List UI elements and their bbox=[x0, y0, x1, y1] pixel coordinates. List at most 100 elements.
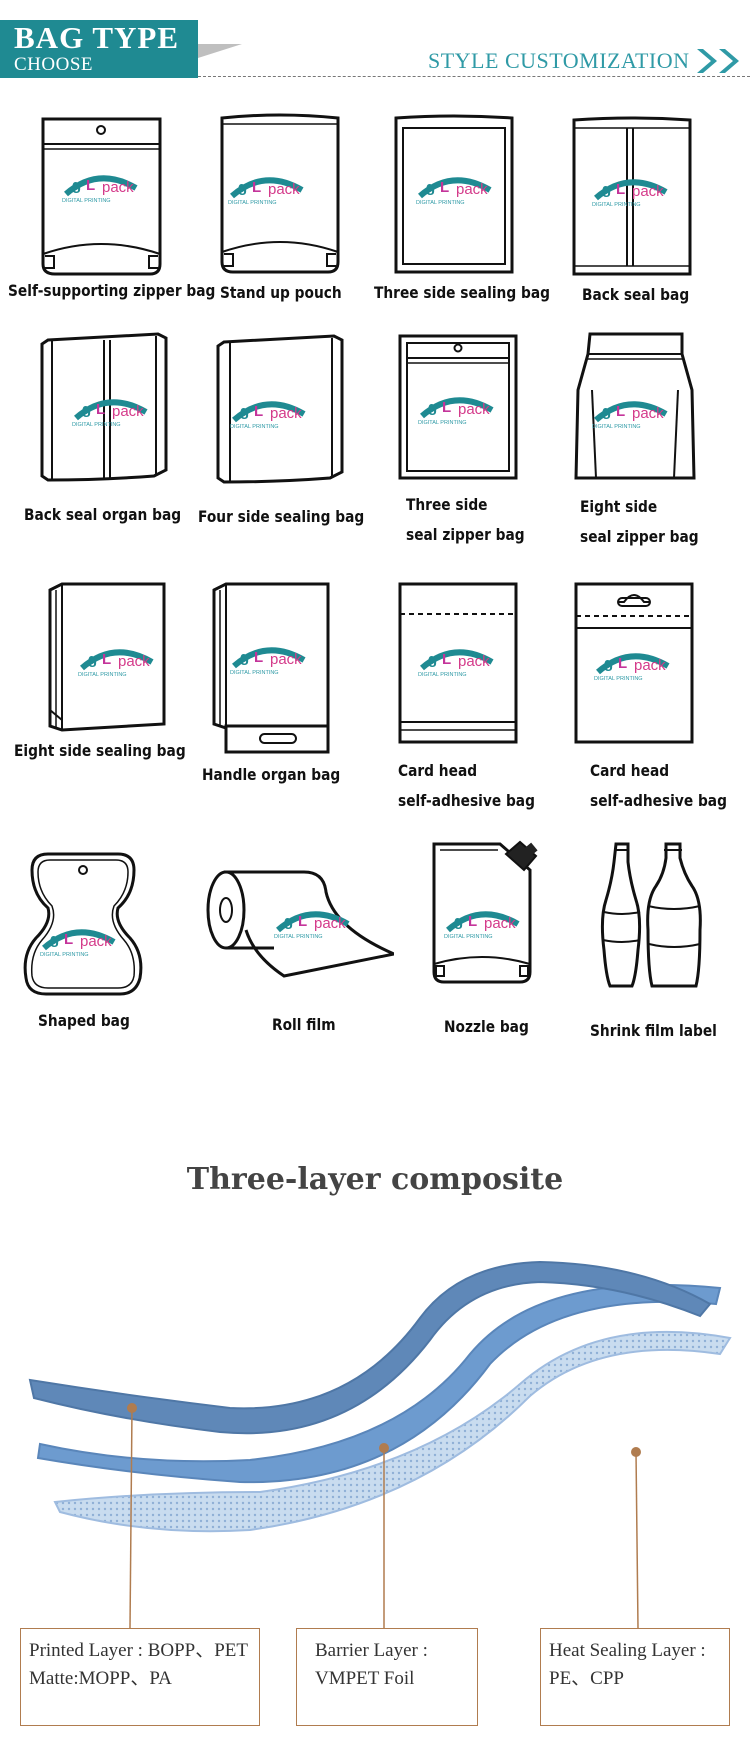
bag-type-item[interactable]: g L pack DIGITAL PRINTING Back seal orga… bbox=[0, 330, 190, 580]
glpack-logo: g L pack DIGITAL PRINTING bbox=[228, 177, 304, 206]
bag-type-label: Card head self-adhesive bag bbox=[398, 761, 535, 810]
svg-text:L: L bbox=[252, 179, 261, 196]
bag-type-label: Nozzle bag bbox=[444, 1017, 529, 1036]
bag-type-item[interactable]: g L pack DIGITAL PRINTING Shaped bag bbox=[0, 840, 190, 1090]
svg-text:g: g bbox=[82, 401, 91, 418]
printed-layer-dot bbox=[127, 1403, 137, 1413]
bag-type-item[interactable]: g L pack DIGITAL PRINTING Roll film bbox=[190, 840, 400, 1090]
svg-text:pack: pack bbox=[314, 915, 346, 932]
glpack-logo: g L pack DIGITAL PRINTING bbox=[418, 649, 494, 678]
svg-text:L: L bbox=[442, 651, 451, 668]
svg-text:DIGITAL PRINTING: DIGITAL PRINTING bbox=[230, 670, 279, 676]
svg-text:L: L bbox=[468, 913, 477, 930]
bag-type-label: Back seal bag bbox=[582, 285, 690, 304]
bag-type-grid: g L pack DIGITAL PRINTING Self-supportin… bbox=[0, 100, 750, 1110]
heat-sealing-layer-label: Heat Sealing Layer : bbox=[549, 1640, 706, 1661]
bag-type-item[interactable]: g L pack DIGITAL PRINTING Self-supportin… bbox=[0, 100, 215, 330]
back-seal-bag-icon bbox=[572, 116, 692, 276]
svg-text:DIGITAL PRINTING: DIGITAL PRINTING bbox=[72, 422, 121, 428]
svg-text:pack: pack bbox=[484, 915, 516, 932]
svg-text:g: g bbox=[240, 403, 249, 420]
svg-text:pack: pack bbox=[268, 181, 300, 198]
glpack-logo: g L pack DIGITAL PRINTING bbox=[592, 401, 668, 430]
bag-type-item[interactable]: g L pack DIGITAL PRINTING Card head self… bbox=[370, 580, 560, 840]
svg-text:DIGITAL PRINTING: DIGITAL PRINTING bbox=[274, 934, 323, 940]
svg-text:pack: pack bbox=[112, 403, 144, 420]
composite-diagram bbox=[0, 1260, 750, 1640]
glpack-logo: g L pack DIGITAL PRINTING bbox=[72, 399, 148, 428]
svg-text:DIGITAL PRINTING: DIGITAL PRINTING bbox=[416, 200, 465, 206]
svg-text:DIGITAL PRINTING: DIGITAL PRINTING bbox=[40, 952, 89, 958]
svg-text:L: L bbox=[96, 401, 105, 418]
banner-shadow bbox=[198, 44, 242, 58]
svg-text:L: L bbox=[254, 403, 263, 420]
bag-type-item[interactable]: g L pack DIGITAL PRINTING Three side sea… bbox=[370, 330, 560, 580]
three-side-seal-zipper-bag-icon bbox=[398, 334, 518, 480]
svg-text:L: L bbox=[64, 931, 73, 948]
bag-type-item[interactable]: g L pack DIGITAL PRINTING Card head self… bbox=[560, 580, 750, 840]
bag-type-label: Four side sealing bag bbox=[198, 507, 365, 526]
bag-type-item[interactable]: g L pack DIGITAL PRINTING Four side seal… bbox=[190, 330, 370, 580]
glpack-logo: g L pack DIGITAL PRINTING bbox=[230, 647, 306, 676]
heat-sealing-layer-leader bbox=[635, 1451, 639, 1629]
svg-text:DIGITAL PRINTING: DIGITAL PRINTING bbox=[592, 424, 641, 430]
logo-tagline: DIGITAL PRINTING bbox=[62, 198, 111, 204]
svg-text:L: L bbox=[616, 181, 625, 198]
bag-type-item[interactable]: g L pack DIGITAL PRINTING Eight side sea… bbox=[560, 330, 750, 580]
svg-text:pack: pack bbox=[632, 405, 664, 422]
svg-text:pack: pack bbox=[456, 181, 488, 198]
barrier-layer-dot bbox=[379, 1443, 389, 1453]
bag-type-item[interactable]: g L pack DIGITAL PRINTING Back seal bag bbox=[560, 100, 750, 330]
bag-type-label: Card head self-adhesive bag bbox=[590, 761, 727, 810]
bag-type-item[interactable]: g L pack DIGITAL PRINTING Stand up pouch bbox=[190, 100, 370, 330]
glpack-logo: g L pack DIGITAL PRINTING bbox=[594, 653, 670, 682]
svg-text:pack: pack bbox=[458, 401, 490, 418]
shrink-film-label-icon bbox=[600, 842, 702, 988]
bag-type-label: Shrink film label bbox=[590, 1021, 717, 1040]
svg-text:g: g bbox=[240, 649, 249, 666]
bag-type-item[interactable]: g L pack DIGITAL PRINTING Handle organ b… bbox=[190, 580, 370, 840]
handle-organ-bag-icon bbox=[212, 582, 330, 754]
svg-text:pack: pack bbox=[270, 405, 302, 422]
shaped-bag-icon bbox=[23, 852, 143, 996]
glpack-logo: g L pack DIGITAL PRINTING bbox=[444, 911, 520, 940]
svg-text:g: g bbox=[426, 179, 435, 196]
logo-g: g bbox=[72, 177, 81, 194]
style-customization-label: STYLE CUSTOMIZATION bbox=[428, 48, 690, 73]
bag-type-label: Three side sealing bag bbox=[374, 283, 550, 302]
printed-layer-box: Printed Layer : BOPP、PET Matte:MOPP、PA bbox=[20, 1628, 260, 1726]
glpack-logo: g L pack DIGITAL PRINTING bbox=[230, 401, 306, 430]
svg-text:g: g bbox=[454, 913, 463, 930]
glpack-logo: g L pack DIGITAL PRINTING bbox=[418, 397, 494, 426]
logo-l: L bbox=[86, 177, 95, 194]
glpack-logo: g L pack DIGITAL PRINTING bbox=[274, 911, 350, 940]
heat-sealing-layer-shape bbox=[53, 1330, 732, 1533]
svg-text:DIGITAL PRINTING: DIGITAL PRINTING bbox=[418, 672, 467, 678]
glpack-logo: g L pack DIGITAL PRINTING bbox=[62, 175, 138, 204]
bag-type-label: Handle organ bag bbox=[202, 765, 341, 784]
svg-text:L: L bbox=[442, 399, 451, 416]
bag-type-item[interactable]: g L pack DIGITAL PRINTING Eight side sea… bbox=[0, 580, 190, 840]
bag-type-label: Three side seal zipper bag bbox=[406, 495, 525, 544]
stand-up-pouch-icon bbox=[220, 113, 340, 274]
bag-type-item[interactable]: g L pack DIGITAL PRINTING Three side sea… bbox=[370, 100, 560, 330]
bag-type-item[interactable]: Shrink film label bbox=[570, 840, 750, 1090]
heat-sealing-layer-box: Heat Sealing Layer : PE、CPP bbox=[540, 1628, 730, 1726]
bag-type-label: Back seal organ bag bbox=[24, 505, 182, 524]
layer-illustration bbox=[28, 1260, 732, 1629]
glpack-logo: g L pack DIGITAL PRINTING bbox=[40, 929, 116, 958]
svg-text:DIGITAL PRINTING: DIGITAL PRINTING bbox=[230, 424, 279, 430]
svg-text:g: g bbox=[238, 179, 247, 196]
bag-type-label: Self-supporting zipper bag bbox=[8, 281, 216, 300]
bag-type-label: Eight side seal zipper bag bbox=[580, 497, 699, 546]
composite-title: Three-layer composite bbox=[186, 1162, 564, 1197]
svg-text:DIGITAL PRINTING: DIGITAL PRINTING bbox=[592, 202, 641, 208]
header-divider bbox=[198, 76, 750, 77]
bag-type-label: Roll film bbox=[272, 1015, 336, 1034]
svg-text:DIGITAL PRINTING: DIGITAL PRINTING bbox=[228, 200, 277, 206]
glpack-logo: g L pack DIGITAL PRINTING bbox=[416, 177, 492, 206]
glpack-logo: g L pack DIGITAL PRINTING bbox=[592, 179, 668, 208]
page-header: BAG TYPE CHOOSE STYLE CUSTOMIZATION bbox=[0, 0, 750, 80]
svg-text:pack: pack bbox=[458, 653, 490, 670]
bag-type-item[interactable]: g L pack DIGITAL PRINTING Nozzle bag bbox=[400, 840, 570, 1090]
